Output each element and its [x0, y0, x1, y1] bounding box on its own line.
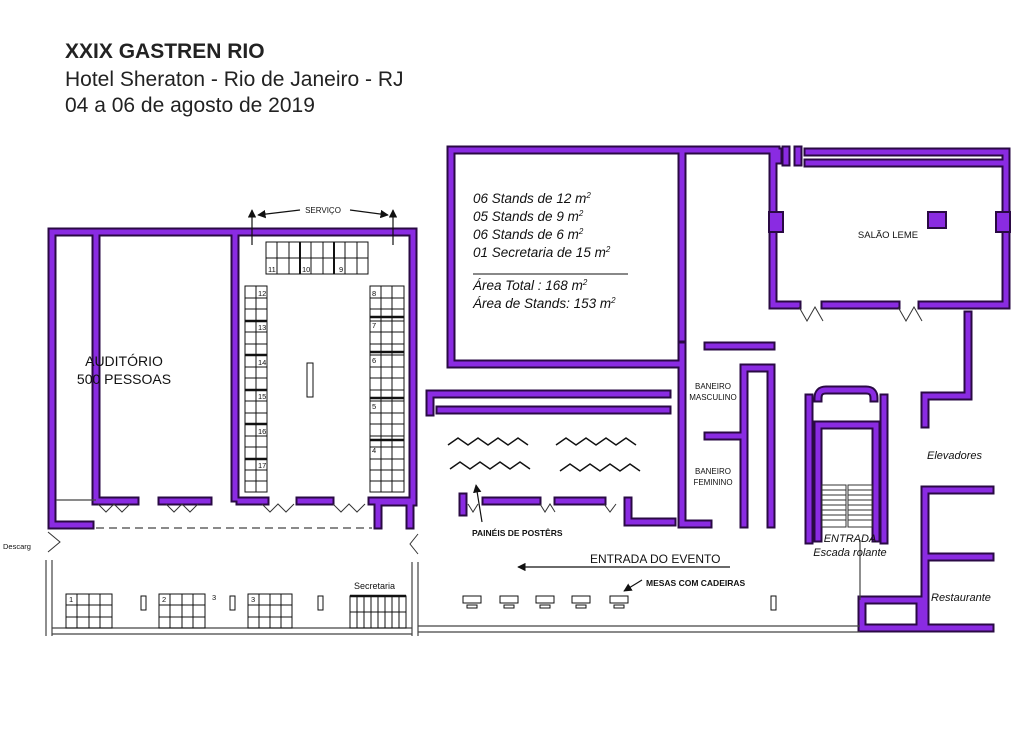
arrows [247, 209, 730, 592]
secretaria-label: Secretaria [354, 581, 395, 591]
stand-number: 9 [339, 265, 343, 274]
stand-number: 15 [258, 392, 266, 401]
room-labels: SERVIÇO AUDITÓRIO 500 PESSOAS SALÃO LEME… [3, 206, 991, 604]
salao-leme-label: SALÃO LEME [858, 230, 918, 241]
plan-venue: Hotel Sheraton - Rio de Janeiro - RJ [65, 68, 404, 91]
stand-number: 17 [258, 461, 266, 470]
stand-number: 14 [258, 358, 266, 367]
plan-dates: 04 a 06 de agosto de 2019 [65, 94, 315, 117]
banheiro-masculino-label: BANEIRO [695, 382, 731, 391]
stand-number: 1 [69, 595, 73, 604]
auditorio-label: AUDITÓRIO [85, 353, 163, 369]
stand-number: 7 [372, 321, 376, 330]
stand-number: 16 [258, 427, 266, 436]
paineis-label: PAINÉIS DE POSTÊRS [472, 527, 563, 538]
info-line-2: 05 Stands de 9 m2 [473, 209, 584, 224]
entrada-evento-label: ENTRADA DO EVENTO [590, 552, 720, 566]
info-line-4: 01 Secretaria de 15 m2 [473, 245, 611, 260]
stand-number: 2 [162, 595, 166, 604]
elevadores-label: Elevadores [927, 450, 983, 462]
escada-rolante-label: Escada rolante [813, 547, 886, 559]
banheiro-feminino-label: BANEIRO [695, 467, 731, 476]
stand-grids [65, 241, 777, 629]
doors [47, 305, 923, 555]
stand-number: 12 [258, 289, 266, 298]
corridor-walls [45, 499, 861, 636]
info-line-3: 06 Stands de 6 m2 [473, 227, 584, 242]
banheiro-feminino-label-2: FEMININO [693, 478, 732, 487]
servico-label: SERVIÇO [305, 206, 341, 215]
walls [47, 145, 1011, 633]
info-total-area: Área Total : 168 m2 [472, 278, 588, 293]
mesas-label: MESAS COM CADEIRAS [646, 578, 746, 588]
stand-number: 6 [372, 356, 376, 365]
escalator [821, 484, 873, 528]
stand-number: 4 [372, 446, 376, 455]
stand-number: 11 [268, 265, 276, 274]
info-line-1: 06 Stands de 12 m2 [473, 191, 591, 206]
entrada-label: ENTRADA [824, 533, 877, 545]
descarga-label: Descarg [3, 542, 31, 551]
stand-number: 8 [372, 289, 376, 298]
stand-numbers: 11 10 9 12 13 14 15 16 17 8 7 6 5 4 1 2 … [69, 265, 376, 604]
info-box: 06 Stands de 12 m2 05 Stands de 9 m2 06 … [472, 191, 616, 311]
stand-number: 10 [302, 265, 310, 274]
info-stand-area: Área de Stands: 153 m2 [472, 296, 616, 311]
banheiro-masculino-label-2: MASCULINO [689, 393, 737, 402]
stand-number: 3 [212, 593, 216, 602]
plan-title: XXIX GASTREN RIO [65, 40, 265, 63]
poster-panels [447, 437, 641, 472]
auditorio-capacity: 500 PESSOAS [77, 371, 171, 387]
restaurante-label: Restaurante [931, 592, 991, 604]
stand-number: 13 [258, 323, 266, 332]
stand-number: 3 [251, 595, 255, 604]
stand-number: 5 [372, 402, 376, 411]
